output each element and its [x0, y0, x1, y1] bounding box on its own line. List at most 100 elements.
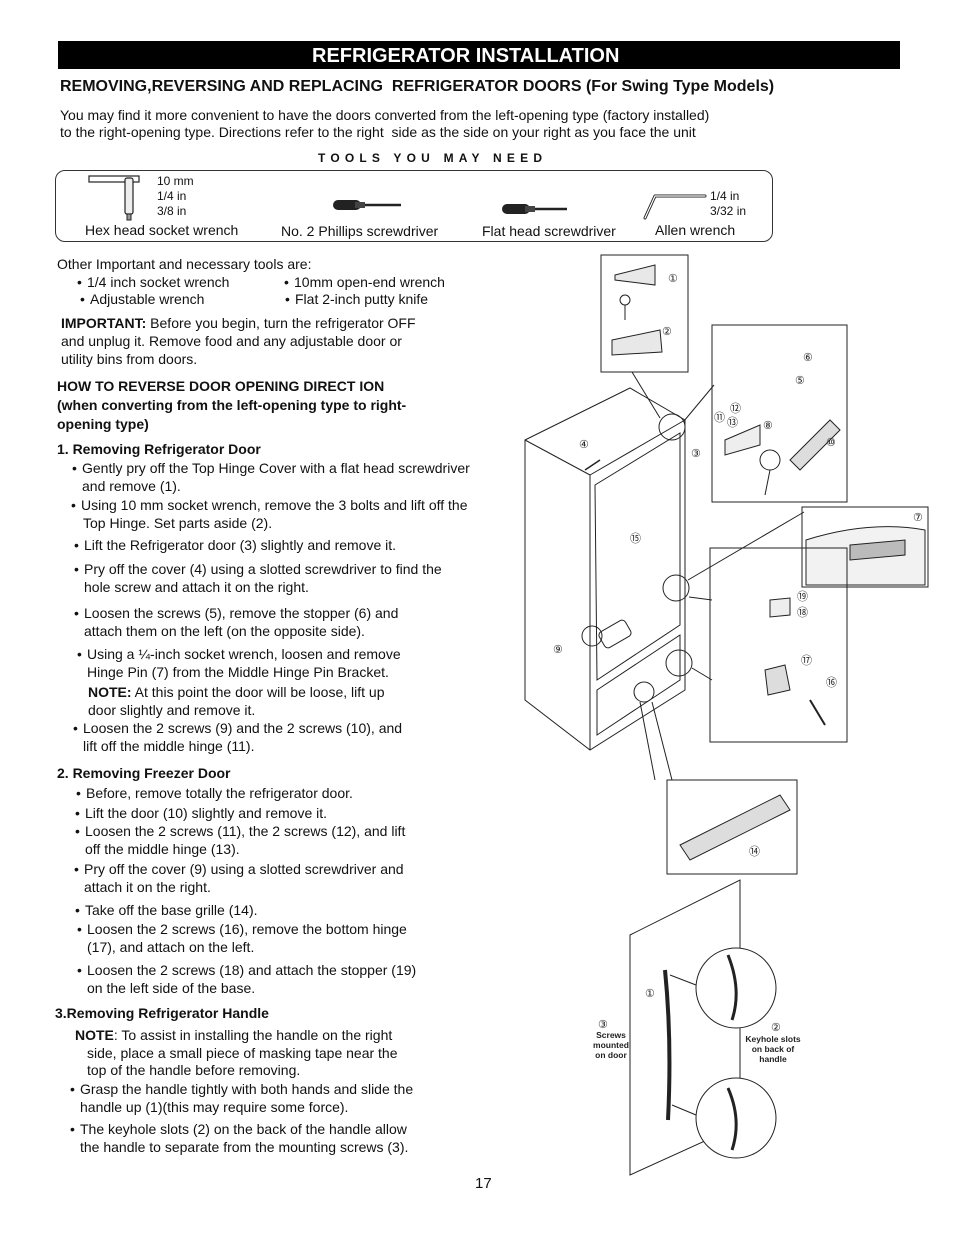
zoom-circle-bottom	[665, 649, 693, 677]
s1-step-4b: hole screw and attach it on the right.	[84, 578, 309, 595]
hex-socket-wrench-icon	[88, 175, 140, 221]
s1-step-2b: Top Hinge. Set parts aside (2).	[83, 514, 273, 531]
handle-callout-2: ②	[771, 1022, 781, 1034]
how-to-line-2: (when converting from the left-opening t…	[57, 397, 407, 413]
section-3-title: 3.Removing Refrigerator Handle	[55, 1005, 269, 1021]
s1-step-6a: Using a ¼-inch socket wrench, loosen and…	[87, 646, 401, 662]
s1-step-2a: Using 10 mm socket wrench, remove the 3 …	[81, 497, 468, 513]
s1-step-1b: and remove (1).	[82, 477, 181, 494]
keyhole-label-3: handle	[759, 1054, 787, 1064]
s2-step-1: Before, remove totally the refrigerator …	[76, 785, 353, 803]
s2-step-5: Take off the base grille (14).	[75, 902, 257, 920]
s1-step-7b: lift off the middle hinge (11).	[83, 737, 255, 754]
keyhole-label-2: on back of	[752, 1044, 795, 1054]
tools-box	[55, 170, 773, 242]
s1-step-5b: attach them on the left (on the opposite…	[84, 622, 365, 639]
allen-wrench-label: Allen wrench	[655, 222, 736, 238]
callout-6: ⑥	[803, 352, 813, 364]
allen-size-2: 3/32 in	[710, 204, 747, 218]
other-tool-4: Flat 2-inch putty knife	[285, 291, 428, 309]
section-subtitle: REMOVING,REVERSING AND REPLACING REFRIGE…	[60, 78, 775, 95]
s3-step-2a: The keyhole slots (2) on the back of the…	[80, 1121, 407, 1137]
s1-step-3: Lift the Refrigerator door (3) slightly …	[74, 537, 396, 555]
allen-sizes: 1/4 in 3/32 in	[710, 189, 746, 219]
handle-callout-3: ③	[598, 1019, 608, 1031]
flat-screwdriver-label: Flat head screwdriver	[482, 223, 616, 239]
phillips-label: No. 2 Phillips screwdriver	[281, 223, 439, 239]
screws-label-3: on door	[595, 1050, 627, 1060]
callout-19: ⑲	[797, 590, 808, 603]
allen-wrench-icon	[643, 194, 707, 220]
callout-18: ⑱	[797, 606, 808, 619]
page-number: 17	[475, 1175, 492, 1192]
callout-12: ⑫	[730, 402, 741, 415]
callout-15: ⑮	[630, 532, 641, 545]
base-grille-detail-box	[666, 779, 798, 875]
important-line-3: utility bins from doors.	[61, 351, 198, 367]
s3-step-1: Grasp the handle tightly with both hands…	[70, 1081, 413, 1116]
page-banner: REFRIGERATOR INSTALLATION	[58, 41, 900, 69]
tools-title: TOOLS YOU MAY NEED	[318, 151, 548, 165]
s3-step-1b: handle up (1)(this may require some forc…	[80, 1098, 349, 1115]
s2-step-4: Pry off the cover (9) using a slotted sc…	[74, 861, 404, 896]
screws-label-2: mounted	[593, 1040, 629, 1050]
keyhole-label-1: Keyhole slots	[745, 1034, 801, 1044]
callout-1: ①	[668, 273, 678, 285]
zoom-circle-top	[658, 413, 686, 441]
s3-note-a: : To assist in installing the handle on …	[113, 1027, 393, 1043]
allen-size-1: 1/4 in	[710, 189, 740, 203]
callout-4: ④	[579, 439, 589, 451]
s1-step-1a: Gently pry off the Top Hinge Cover with …	[82, 460, 470, 476]
s1-step-5a: Loosen the screws (5), remove the stoppe…	[84, 605, 399, 621]
hinge-pin-inset	[801, 506, 929, 588]
other-tool-2: 10mm open-end wrench	[284, 274, 445, 292]
s3-step-2: The keyhole slots (2) on the back of the…	[70, 1121, 408, 1156]
callout-14: ⑭	[749, 845, 760, 858]
callout-3: ③	[691, 448, 701, 460]
how-to-heading: HOW TO REVERSE DOOR OPENING DIRECT ION (…	[57, 377, 406, 434]
s1-step-4a: Pry off the cover (4) using a slotted sc…	[84, 561, 442, 577]
callout-5: ⑤	[795, 375, 805, 387]
s2-step-7b: on the left side of the base.	[87, 979, 256, 996]
hex-wrench-label: Hex head socket wrench	[85, 222, 239, 238]
s1-step-2: Using 10 mm socket wrench, remove the 3 …	[71, 497, 468, 532]
refrigerator-body	[524, 387, 686, 751]
s2-step-2: Lift the door (10) slightly and remove i…	[75, 805, 327, 823]
s1-step-4: Pry off the cover (4) using a slotted sc…	[74, 561, 442, 596]
hex-wrench-sizes: 10 mm 1/4 in 3/8 in	[157, 174, 194, 219]
other-tool-1: 1/4 inch socket wrench	[77, 274, 229, 292]
hex-size-2: 1/4 in	[157, 189, 187, 203]
top-hinge-detail-box	[600, 254, 689, 373]
s1-note: NOTE: At this point the door will be loo…	[88, 684, 385, 719]
flat-screwdriver-icon	[502, 204, 567, 214]
callout-11: ⑪	[714, 411, 725, 424]
s1-step-5: Loosen the screws (5), remove the stoppe…	[74, 605, 399, 640]
callout-10: ⑩	[826, 437, 836, 449]
intro-line-2: to the right-opening type. Directions re…	[60, 124, 696, 140]
s3-note-c: top of the handle before removing.	[87, 1062, 301, 1078]
phillips-screwdriver-icon	[333, 200, 401, 210]
important-line-1: Before you begin, turn the refrigerator …	[146, 315, 416, 331]
how-to-line-3: opening type)	[57, 416, 149, 432]
hex-size-3: 3/8 in	[157, 204, 187, 218]
s2-step-4a: Pry off the cover (9) using a slotted sc…	[84, 861, 404, 877]
zoom-circle-middle	[662, 574, 690, 602]
s2-step-7: Loosen the 2 screws (18) and attach the …	[77, 962, 417, 997]
s2-step-7a: Loosen the 2 screws (18) and attach the …	[87, 962, 417, 978]
intro-line-1: You may find it more convenient to have …	[60, 107, 710, 123]
middle-hinge-detail-box	[711, 324, 848, 503]
s1-note-b: door slightly and remove it.	[88, 701, 256, 718]
tools-illustrations	[88, 175, 707, 221]
intro-paragraph: You may find it more convenient to have …	[60, 107, 800, 141]
how-to-line-1: HOW TO REVERSE DOOR OPENING DIRECT ION	[57, 378, 385, 394]
callout-17: ⑰	[801, 654, 812, 667]
s1-step-6: Using a ¼-inch socket wrench, loosen and…	[77, 646, 401, 681]
s1-note-label: NOTE:	[88, 684, 132, 700]
s1-step-1: Gently pry off the Top Hinge Cover with …	[72, 460, 470, 495]
section-2-title: 2. Removing Freezer Door	[57, 765, 231, 781]
s2-step-3b: off the middle hinge (13).	[85, 840, 240, 857]
section-1-title: 1. Removing Refrigerator Door	[57, 441, 261, 457]
callout-16: ⑯	[826, 676, 837, 689]
screws-label-1: Screws	[596, 1030, 626, 1040]
